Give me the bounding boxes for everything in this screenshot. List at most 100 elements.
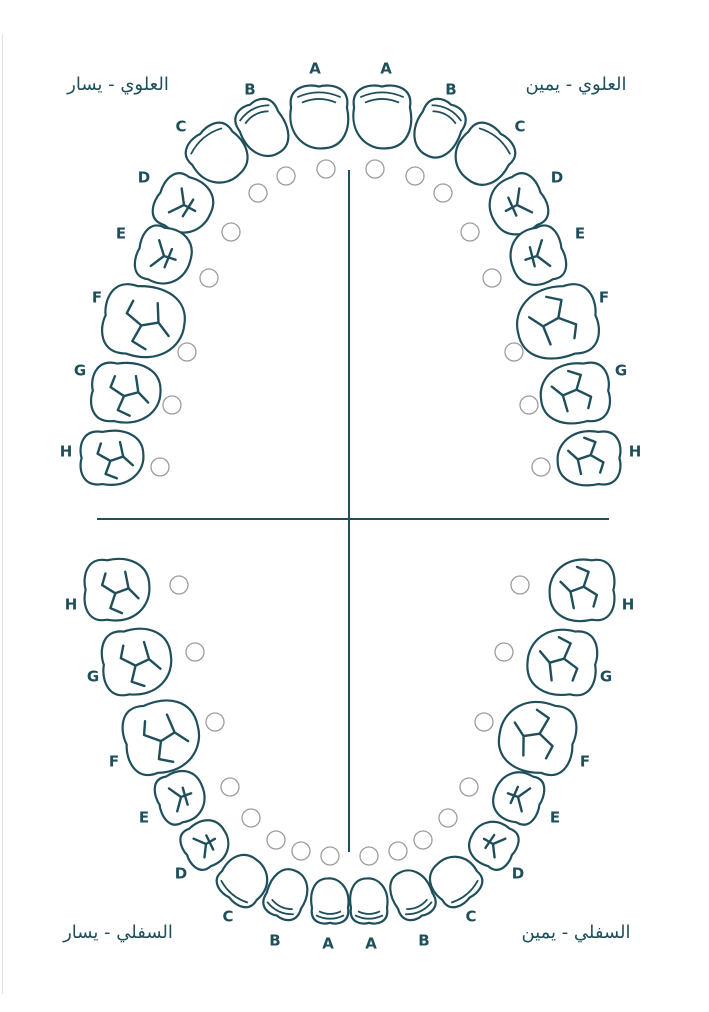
tooth-letter-upper-right-b: B: [445, 81, 456, 99]
tooth-selector-upper-right-h[interactable]: [531, 457, 551, 477]
tooth-lower-right-d[interactable]: [462, 813, 524, 874]
tooth-upper-right-c[interactable]: [444, 116, 522, 194]
tooth-selector-upper-left-g[interactable]: [162, 395, 182, 415]
tooth-lower-right-c[interactable]: [422, 847, 488, 913]
tooth-selector-lower-right-b[interactable]: [388, 841, 408, 861]
tooth-outline: [289, 84, 350, 150]
tooth-upper-right-g[interactable]: [539, 361, 612, 425]
tooth-upper-left-c[interactable]: [179, 116, 257, 194]
tooth-lower-left-c[interactable]: [211, 847, 277, 913]
incisal-edge: [478, 127, 511, 155]
tooth-lower-left-f[interactable]: [118, 694, 206, 779]
incisal-edge: [431, 104, 463, 122]
tooth-outline: [454, 121, 517, 186]
occlusal-fissure: [167, 786, 193, 813]
tooth-outline: [100, 283, 186, 359]
tooth-selector-lower-right-h[interactable]: [510, 575, 530, 595]
tooth-upper-left-b[interactable]: [230, 93, 296, 164]
tooth-selector-lower-left-h[interactable]: [169, 575, 189, 595]
tooth-letter-upper-right-c: C: [514, 118, 525, 136]
quadrant-label-lower-left: السفلي - يسار: [62, 922, 173, 943]
tooth-selector-upper-left-e[interactable]: [199, 268, 219, 288]
tooth-selector-lower-right-a[interactable]: [359, 846, 379, 866]
tooth-selector-upper-right-e[interactable]: [482, 268, 502, 288]
tooth-outline: [184, 121, 249, 184]
tooth-upper-right-f[interactable]: [511, 280, 603, 364]
tooth-letter-lower-left-d: D: [175, 865, 187, 883]
tooth-upper-left-g[interactable]: [89, 361, 163, 425]
tooth-selector-upper-left-f[interactable]: [177, 342, 197, 362]
tooth-selector-upper-right-f[interactable]: [504, 342, 524, 362]
tooth-letter-lower-right-c: C: [465, 908, 476, 926]
tooth-selector-lower-right-e[interactable]: [459, 777, 479, 797]
tooth-upper-right-e[interactable]: [503, 221, 571, 291]
tooth-selector-lower-left-g[interactable]: [185, 642, 205, 662]
tooth-lower-left-h[interactable]: [83, 557, 151, 622]
tooth-upper-left-f[interactable]: [98, 280, 190, 364]
tooth-upper-left-h[interactable]: [79, 429, 145, 486]
tooth-letter-upper-right-a: A: [380, 60, 392, 78]
tooth-selector-lower-left-b[interactable]: [291, 841, 311, 861]
incisal-edge: [405, 901, 433, 916]
occlusal-fissure: [100, 570, 140, 615]
tooth-letter-lower-right-h: H: [622, 596, 635, 614]
incisal-edge: [238, 104, 270, 122]
tooth-upper-right-d[interactable]: [480, 168, 555, 243]
tooth-letter-lower-right-g: G: [600, 668, 612, 686]
tooth-upper-right-b[interactable]: [405, 93, 471, 164]
tooth-selector-lower-left-d[interactable]: [241, 808, 261, 828]
incisal-edge: [266, 901, 294, 916]
tooth-selector-lower-left-f[interactable]: [205, 712, 225, 732]
tooth-lower-left-b[interactable]: [259, 863, 315, 924]
tooth-outline: [488, 172, 550, 236]
tooth-letter-lower-left-e: E: [139, 809, 149, 827]
occlusal-fissure: [506, 785, 532, 813]
tooth-selector-upper-left-d[interactable]: [221, 222, 241, 242]
tooth-upper-left-a[interactable]: [289, 84, 350, 150]
tooth-upper-left-e[interactable]: [130, 221, 198, 291]
tooth-lower-right-g[interactable]: [525, 627, 599, 698]
incisal-ridge: [271, 898, 293, 910]
occlusal-fissure: [96, 440, 134, 480]
tooth-lower-right-a[interactable]: [349, 877, 389, 925]
tooth-selector-lower-right-f[interactable]: [474, 712, 494, 732]
occlusal-fissure: [142, 713, 190, 764]
occlusal-fissure: [550, 369, 593, 413]
tooth-lower-right-e[interactable]: [487, 765, 549, 828]
tooth-upper-right-h[interactable]: [556, 430, 622, 487]
tooth-selector-upper-left-c[interactable]: [248, 183, 268, 203]
incisal-edge: [190, 127, 223, 155]
incisal-edge: [450, 879, 479, 904]
tooth-lower-right-b[interactable]: [384, 864, 440, 925]
tooth-lower-left-d[interactable]: [175, 813, 237, 874]
incisal-edge: [315, 914, 345, 920]
tooth-lower-left-a[interactable]: [310, 877, 350, 925]
tooth-lower-right-h[interactable]: [548, 558, 616, 623]
tooth-selector-lower-right-d[interactable]: [438, 808, 458, 828]
tooth-outline: [83, 557, 151, 622]
tooth-lower-left-e[interactable]: [150, 765, 212, 828]
tooth-letter-lower-right-f: F: [580, 753, 590, 771]
tooth-selector-upper-left-a[interactable]: [316, 159, 336, 179]
tooth-selector-upper-right-c[interactable]: [433, 183, 453, 203]
tooth-selector-upper-right-b[interactable]: [405, 166, 425, 186]
tooth-selector-upper-left-h[interactable]: [150, 457, 170, 477]
tooth-selector-lower-left-e[interactable]: [220, 777, 240, 797]
tooth-selector-lower-right-g[interactable]: [494, 642, 514, 662]
tooth-upper-left-d[interactable]: [147, 167, 222, 242]
occlusal-fissure: [192, 834, 217, 859]
tooth-outline: [215, 853, 269, 909]
occlusal-fissure: [109, 374, 150, 417]
tooth-upper-right-a[interactable]: [352, 84, 413, 150]
tooth-selector-lower-right-c[interactable]: [413, 830, 433, 850]
tooth-selector-upper-right-a[interactable]: [365, 159, 385, 179]
tooth-selector-lower-left-a[interactable]: [320, 846, 340, 866]
tooth-lower-right-f[interactable]: [493, 695, 581, 780]
tooth-lower-left-g[interactable]: [100, 626, 174, 697]
tooth-selector-lower-left-c[interactable]: [266, 830, 286, 850]
tooth-selector-upper-right-d[interactable]: [460, 222, 480, 242]
tooth-selector-upper-right-g[interactable]: [519, 395, 539, 415]
tooth-letter-lower-right-d: D: [512, 865, 524, 883]
tooth-selector-upper-left-b[interactable]: [276, 166, 296, 186]
